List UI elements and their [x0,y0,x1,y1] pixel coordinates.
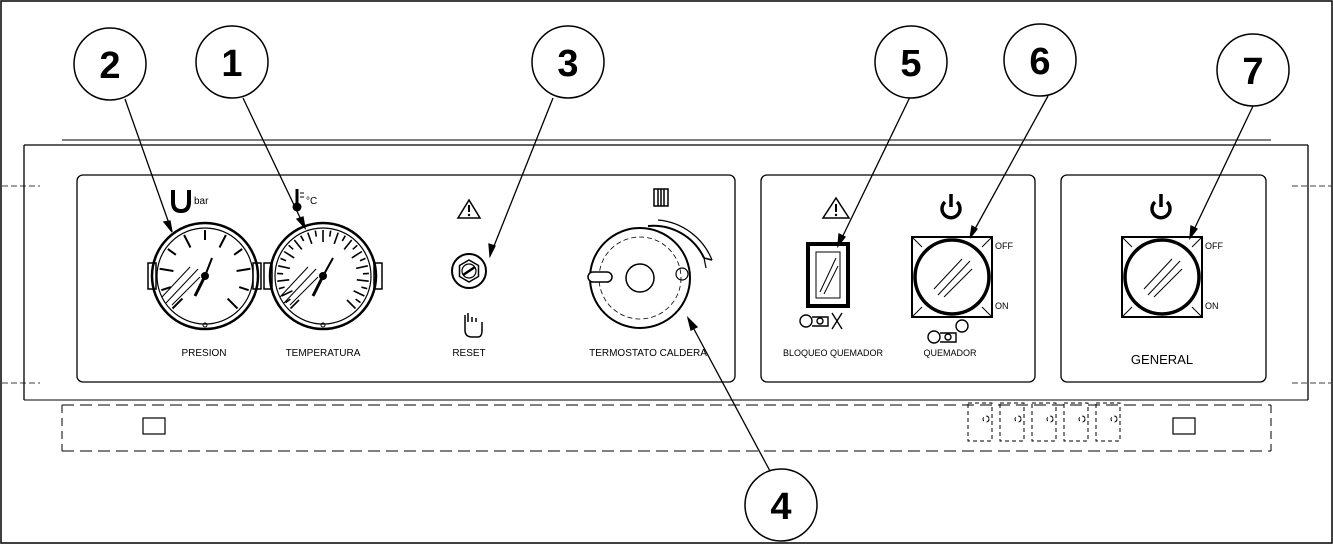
callout-5: 5 [874,25,948,99]
gauge-tick [351,250,363,259]
svg-text:6: 6 [1029,41,1050,83]
panel-body [2,139,1331,401]
burner-panel [760,174,1036,383]
gauge-tick [160,286,172,292]
pressure-unit: bar [194,196,209,207]
general-switch-off-label: OFF [1205,241,1223,251]
burner-fan-icon [799,312,843,330]
svg-text:3: 3 [557,43,578,85]
gauge-tick [328,230,332,237]
callout-6: 6 [1003,23,1077,97]
gauge-tick [314,230,318,237]
gauge-tick [226,297,239,310]
gauge-tick [300,235,305,242]
gauge-tick [307,232,313,245]
svg-text:2: 2 [99,45,120,87]
termostato-label: TERMOSTATO CALDERA [589,348,707,359]
callout-2: 2 [73,27,147,101]
reset-label: RESET [452,348,485,359]
power-icon [940,194,962,220]
leader-lines [124,95,1255,472]
callout-4: 4 [744,468,818,542]
gauge-tick [356,279,369,282]
burner-switch[interactable] [911,236,993,318]
warning-triangle-icon [821,196,851,219]
radiator-icon [653,188,669,207]
temperature-unit: °C [306,196,317,207]
gauge-tick [238,286,250,292]
burner-switch-off-label: OFF [995,241,1013,251]
general-label: GENERAL [1131,352,1193,367]
gauge-tick [167,248,177,256]
gauge-tick [346,299,357,310]
callout-3: 3 [531,25,605,99]
temperatura-label: TEMPERATURA [286,348,361,359]
gauge-tick [281,290,293,297]
pressure-gauge-ticks [159,230,251,310]
tray-slot-right [1172,417,1196,435]
gauge-tick [288,244,294,250]
terminal-block [967,402,1121,442]
gauge-tick [333,232,339,245]
gauge-tick [280,257,287,262]
gauge-tick [283,250,295,259]
power-icon [1150,194,1172,220]
gauge-tick [359,257,366,262]
thermometer-icon [292,189,304,212]
gauge-tick [159,267,174,272]
gauge-tick [218,234,227,248]
lower-tray [61,402,1272,452]
gauge-tick [233,248,243,256]
gauge-tick [171,297,184,310]
gauge-tick [285,298,291,304]
svg-text:7: 7 [1242,51,1263,93]
gauge-tick [355,265,368,270]
temperature-gauge-ticks [277,230,369,310]
quemador-label: QUEMADOR [923,348,977,358]
burner-lockout-indicator[interactable] [806,242,850,308]
gauge-tick [355,298,361,304]
gauge-tick [341,235,346,242]
gauge-tick [236,267,251,272]
general-switch[interactable] [1121,236,1203,318]
gauge-tick [352,244,358,250]
gauge-tick [277,279,290,282]
reset-button[interactable] [451,253,487,289]
gauge-tick [293,239,303,250]
burner-switch-on-label: ON [995,301,1009,311]
callout-7: 7 [1216,33,1290,107]
hand-press-icon [464,313,483,338]
gauge-tick [289,299,300,310]
pressure-gauge [147,221,262,331]
callout-1: 1 [195,25,269,99]
gauge-tick [343,239,353,250]
bloqueo-label: BLOQUEO QUEMADOR [783,348,884,358]
svg-text:1: 1 [221,43,242,85]
gauge-tick [353,290,365,297]
svg-text:5: 5 [900,43,921,85]
general-switch-on-label: ON [1205,301,1219,311]
gauge-tick [278,286,285,290]
general-panel [1060,174,1267,383]
presion-label: PRESION [181,348,226,359]
tray-slot-left [142,417,166,435]
gauge-tick [361,286,368,290]
gauge-tick [183,234,192,248]
warning-triangle-icon [456,198,482,219]
temperature-gauge [263,221,383,331]
svg-text:4: 4 [770,486,791,528]
gauges-panel [76,174,736,383]
boiler-thermostat-knob[interactable] [587,219,713,329]
gauge-tick [278,265,291,270]
burner-fan-icon [927,319,969,344]
pressure-gauge-icon [171,190,191,214]
